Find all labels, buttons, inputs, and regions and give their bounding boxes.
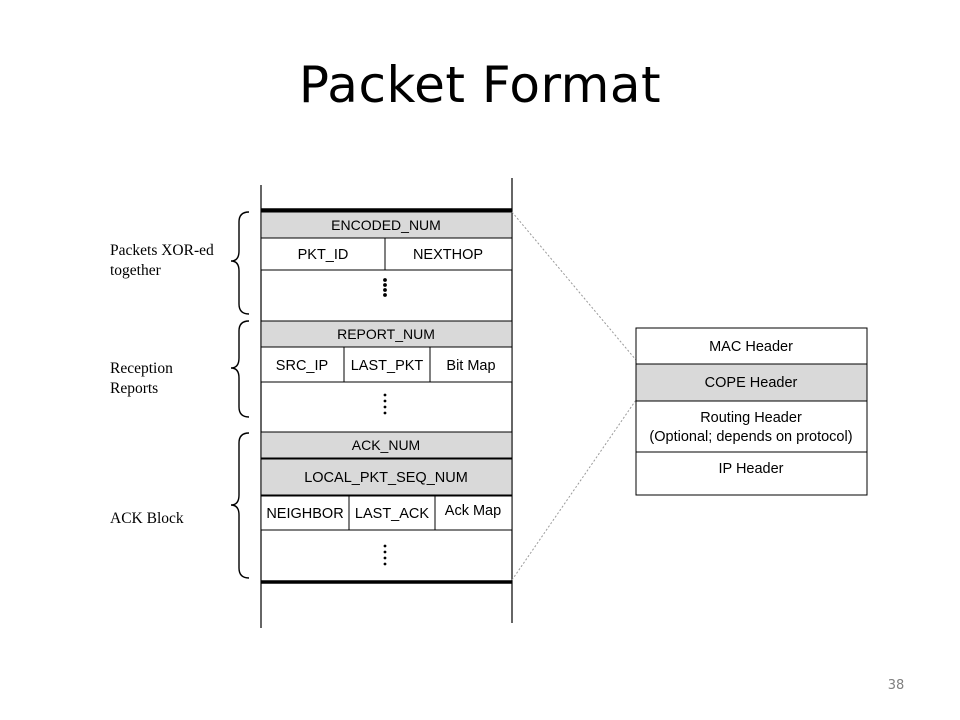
brace-xored-icon [230, 211, 250, 315]
page-number: 38 [887, 678, 905, 693]
mac-header-label: MAC Header [709, 339, 793, 355]
ellipsis-reports-icon [383, 393, 387, 415]
neighbor-label: NEIGHBOR [266, 506, 343, 522]
last-ack-cell [348, 495, 436, 531]
ip-header-label: IP Header [718, 461, 783, 477]
bit-map-label: Bit Map [446, 358, 495, 374]
report-num-label: REPORT_NUM [337, 326, 435, 342]
ip-header-cell [635, 451, 868, 496]
bit-map-cell [429, 346, 513, 383]
ack-map-label: Ack Map [445, 503, 501, 519]
ack-num-label: ACK_NUM [352, 437, 420, 453]
mac-header-cell [635, 327, 868, 365]
cope-header-cell [635, 363, 868, 402]
routing-header-note: (Optional; depends on protocol) [649, 429, 852, 445]
nexthop-cell [384, 237, 513, 271]
group-label-reception-reports: Reception Reports [110, 360, 173, 397]
routing-header-label: Routing Header [700, 410, 802, 426]
group-label-ack-block: ACK Block [110, 510, 184, 527]
brace-ack-icon [230, 432, 250, 579]
local-pkt-seq-num-label: LOCAL_PKT_SEQ_NUM [304, 470, 468, 486]
routing-header-cell [635, 400, 868, 453]
last-pkt-cell [343, 346, 431, 383]
encoded-num-cell [260, 211, 513, 239]
neighbor-cell [260, 495, 350, 531]
last-pkt-label: LAST_PKT [351, 358, 424, 374]
ack-map-cell [434, 495, 513, 531]
cope-header-label: COPE Header [705, 375, 798, 391]
nexthop-label: NEXTHOP [413, 247, 483, 263]
ellipsis-ack-icon [383, 544, 387, 566]
pkt-id-label: PKT_ID [298, 247, 349, 263]
ack-num-cell [260, 431, 513, 459]
report-num-cell [260, 320, 513, 348]
brace-reports-icon [230, 320, 250, 418]
local-pkt-seq-num-cell [260, 458, 513, 496]
src-ip-label: SRC_IP [276, 358, 328, 374]
encoded-num-label: ENCODED_NUM [331, 217, 441, 233]
last-ack-label: LAST_ACK [355, 506, 429, 522]
connector-bottom [511, 399, 637, 581]
ellipsis-encoded-icon [383, 278, 387, 297]
page-title: Packet Format [298, 56, 662, 114]
connector-top [511, 211, 637, 361]
group-label-xored: Packets XOR-ed together [110, 242, 214, 279]
